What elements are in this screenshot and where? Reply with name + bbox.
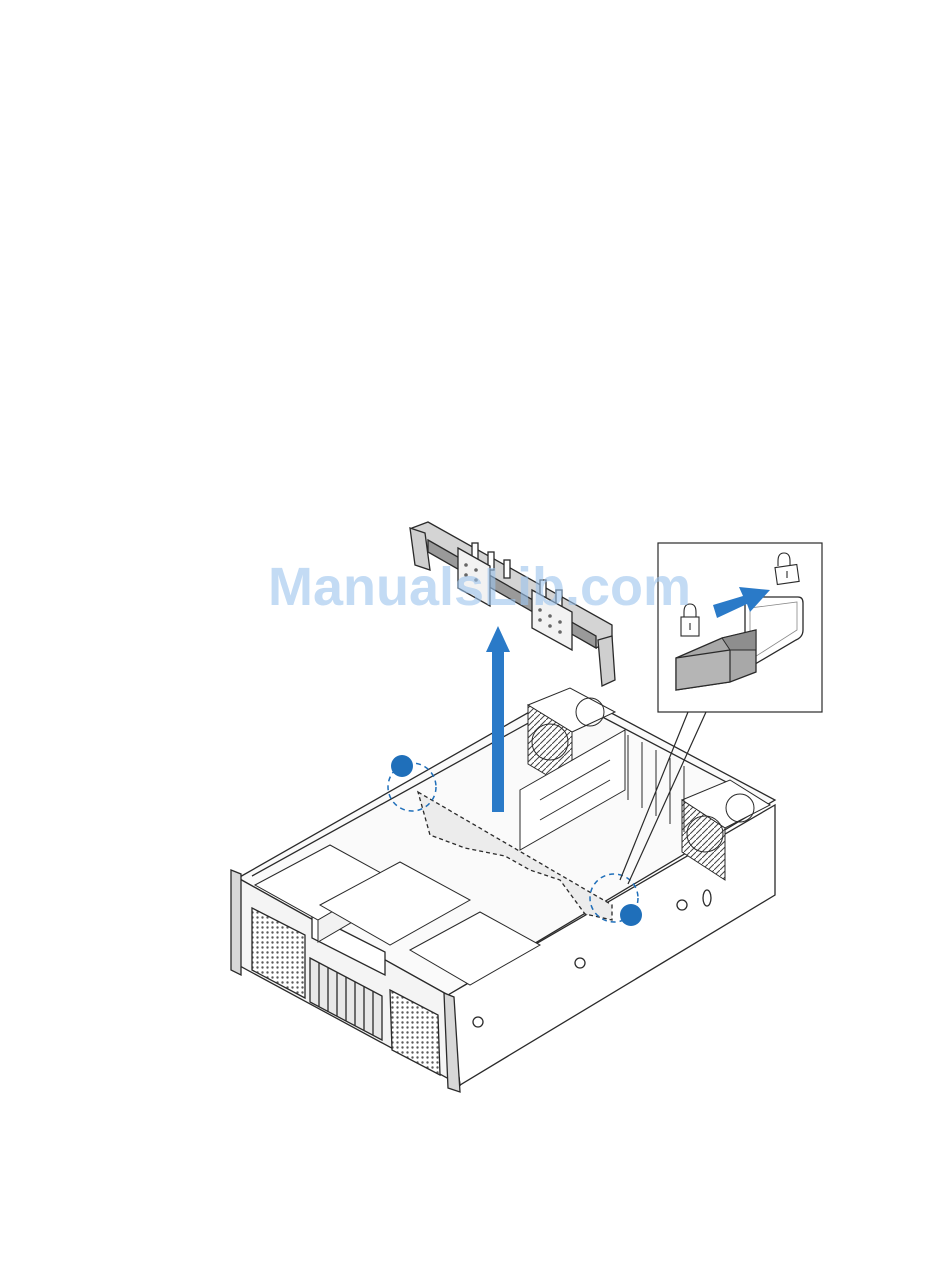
- pci-card-retainer: [410, 522, 615, 686]
- rack-handle-left: [231, 870, 241, 975]
- latch-detail-inset: [658, 543, 822, 712]
